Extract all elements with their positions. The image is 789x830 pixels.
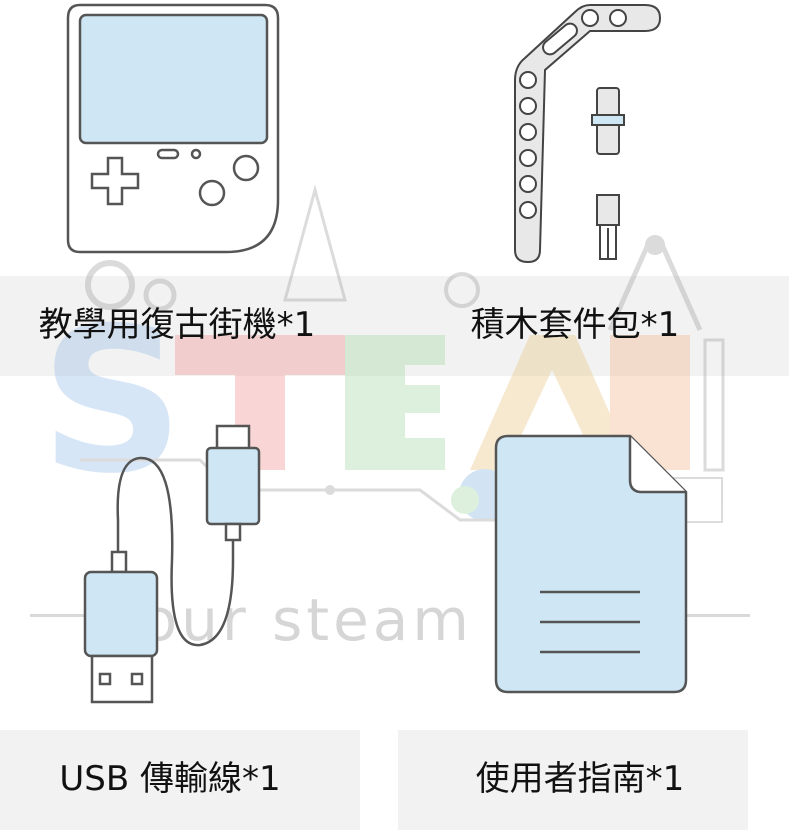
usb-cable-icon <box>83 424 261 704</box>
item-label-usb-cable: USB 傳輸線*1 <box>59 759 281 799</box>
user-guide-document-icon <box>494 434 688 694</box>
item-label-arcade: 教學用復古街機*1 <box>38 305 316 345</box>
item-label-user-guide: 使用者指南*1 <box>475 759 685 799</box>
watermark-line-right <box>670 614 750 617</box>
label-band-bottom-right <box>398 730 748 830</box>
watermark-line-left <box>30 614 90 617</box>
item-label-blocks: 積木套件包*1 <box>470 305 680 345</box>
label-band-bottom-left <box>0 730 360 830</box>
label-band-top <box>0 276 789 376</box>
building-blocks-icon <box>514 4 662 264</box>
handheld-console-icon <box>66 3 280 254</box>
watermark-letter-s-icon: S <box>40 285 184 518</box>
